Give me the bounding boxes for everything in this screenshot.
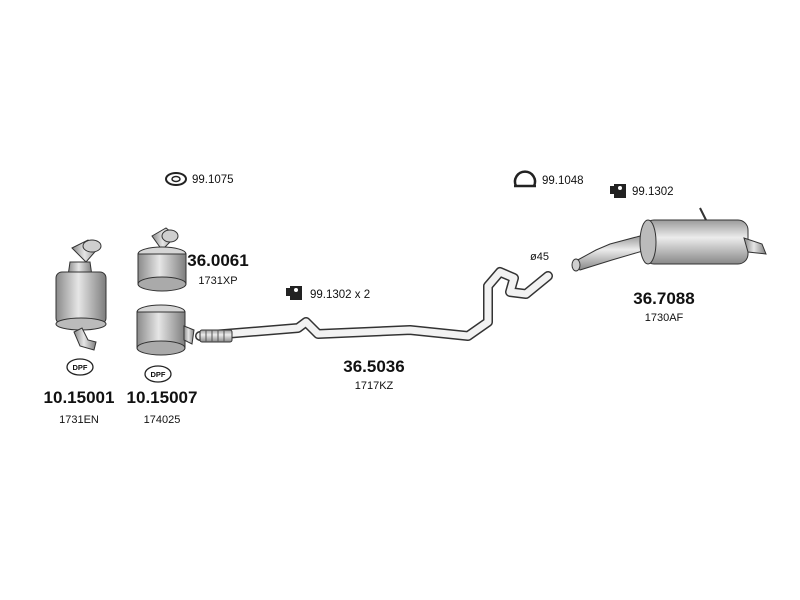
oem-code: 1717KZ <box>355 380 394 392</box>
rear-silencer-36-7088 <box>571 207 767 272</box>
dpf-badge: DPF <box>144 365 172 383</box>
part-number: 10.15001 <box>44 388 115 407</box>
part-number: 36.7088 <box>633 289 694 308</box>
catalytic-converter-36-0061 <box>137 227 187 292</box>
part-number: 36.0061 <box>187 251 248 270</box>
accessory-code: 99.1302 x 2 <box>310 289 370 301</box>
dpf-assembly-10-15001 <box>55 239 107 351</box>
part-number: 36.5036 <box>343 357 404 376</box>
front-pipe-36-5036 <box>195 267 553 343</box>
part-number: 10.15007 <box>127 388 198 407</box>
gasket-icon <box>165 172 187 186</box>
accessory-code: 99.1075 <box>192 174 234 186</box>
oem-code: 1730AF <box>645 312 684 324</box>
oem-code: 1731XP <box>198 275 237 287</box>
dpf-assembly-10-15007 <box>136 304 195 356</box>
accessory-code: 99.1302 <box>632 186 674 198</box>
oem-code: 174025 <box>144 414 181 426</box>
rubber-hanger-icon <box>610 184 626 198</box>
pipe-diameter-label: ø45 <box>530 251 549 263</box>
clamp-icon <box>513 170 537 188</box>
accessory-code: 99.1048 <box>542 175 584 187</box>
oem-code: 1731EN <box>59 414 99 426</box>
dpf-badge: DPF <box>66 358 94 376</box>
dpf-badge-label: DPF <box>73 363 88 372</box>
dpf-badge-label: DPF <box>151 370 166 379</box>
rubber-hanger-icon <box>286 286 302 300</box>
